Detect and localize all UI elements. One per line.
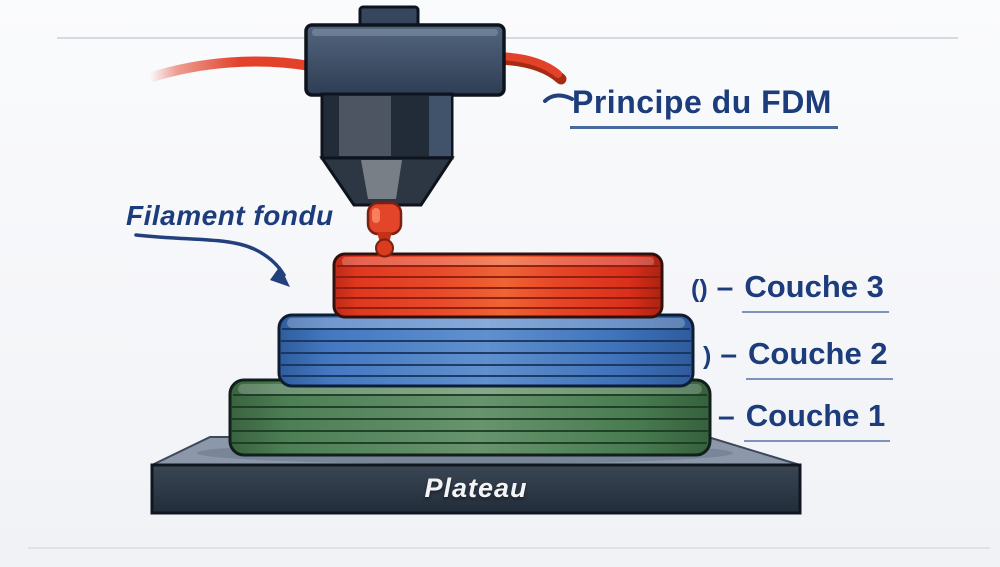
layer-2-striations: [281, 328, 691, 377]
layer-3-leader-mark: (): [691, 275, 708, 303]
plateau-label: Plateau: [424, 473, 528, 503]
layer-2-callout: ) – Couche 2: [703, 336, 893, 380]
extruder-head: [304, 5, 506, 258]
printed-layer-3-red: [332, 252, 664, 319]
layer-2-label: Couche 2: [746, 336, 893, 380]
printed-layer-1-green: [228, 378, 712, 457]
filament-arrow-icon: [134, 233, 290, 287]
diagram-title: Principe du FDM: [570, 84, 838, 129]
printed-layer-2-blue: [277, 313, 695, 388]
layer-3-label: Couche 3: [742, 269, 889, 313]
layer-2-leader-mark: ): [703, 342, 712, 370]
layer-3-callout: () – Couche 3: [691, 269, 889, 313]
plate-front-face: [150, 463, 802, 515]
filament-fondu-label: Filament fondu: [126, 200, 334, 231]
layer-1-callout: – Couche 1: [709, 398, 891, 442]
layer-1-label: Couche 1: [743, 398, 891, 442]
layer-2-leader-dash: –: [720, 338, 738, 371]
molten-droplet: [375, 238, 394, 258]
layer-3-leader-dash: –: [716, 271, 734, 304]
layer-1-striations: [231, 394, 708, 444]
filament-left: [147, 56, 315, 82]
layer-1-leader-dash: –: [718, 400, 735, 433]
title-tick-icon: [543, 93, 574, 103]
layer-3-striations: [336, 265, 660, 309]
